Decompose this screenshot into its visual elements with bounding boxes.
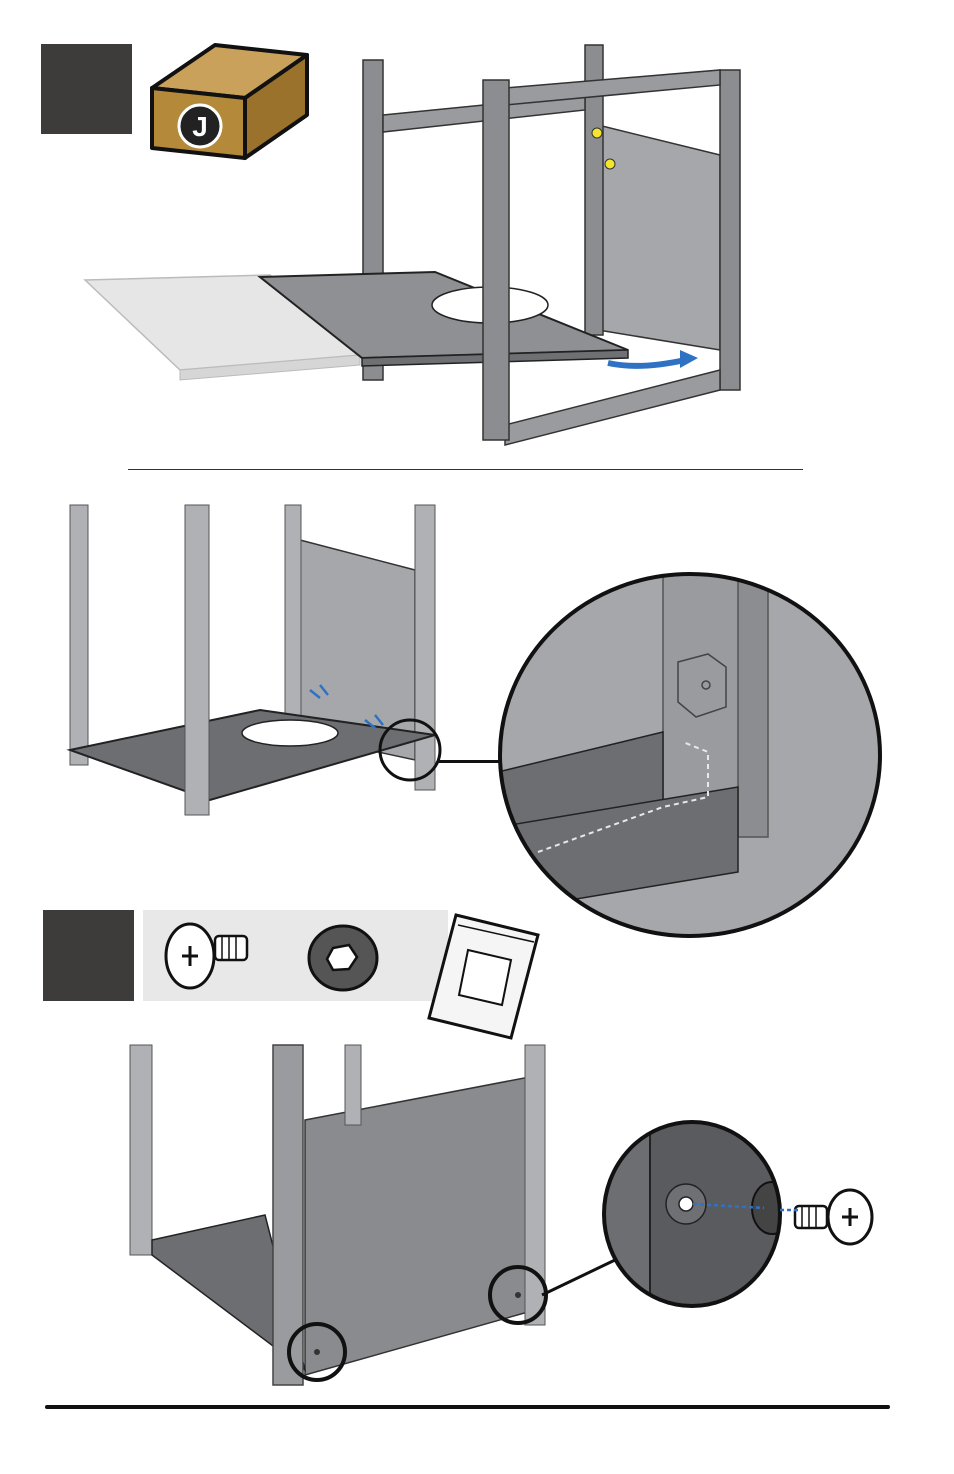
box-letter: J <box>192 111 208 142</box>
zoom-detail-shelf-corner <box>498 572 882 938</box>
hardware-bag-icon <box>427 913 540 1040</box>
zoom-connector-line-2 <box>541 1258 616 1297</box>
page-bottom-rule <box>45 1405 890 1409</box>
frame-assembly-bottom <box>129 1044 548 1386</box>
frame-assembly-top <box>83 44 741 446</box>
motion-arrow-icon <box>780 1208 800 1212</box>
screw-icon <box>164 922 249 990</box>
zoom-connector-line-1 <box>438 760 504 763</box>
step-number-box-2 <box>43 910 134 1001</box>
zoom-detail-screw-washer <box>602 1120 782 1308</box>
step-number-box-1 <box>41 44 132 134</box>
section-divider <box>128 469 803 470</box>
hex-washer-icon <box>307 924 379 992</box>
frame-assembly-installed-shelf <box>66 504 442 816</box>
screw-icon-detail <box>793 1188 874 1246</box>
cardboard-box-icon: J <box>150 43 309 160</box>
